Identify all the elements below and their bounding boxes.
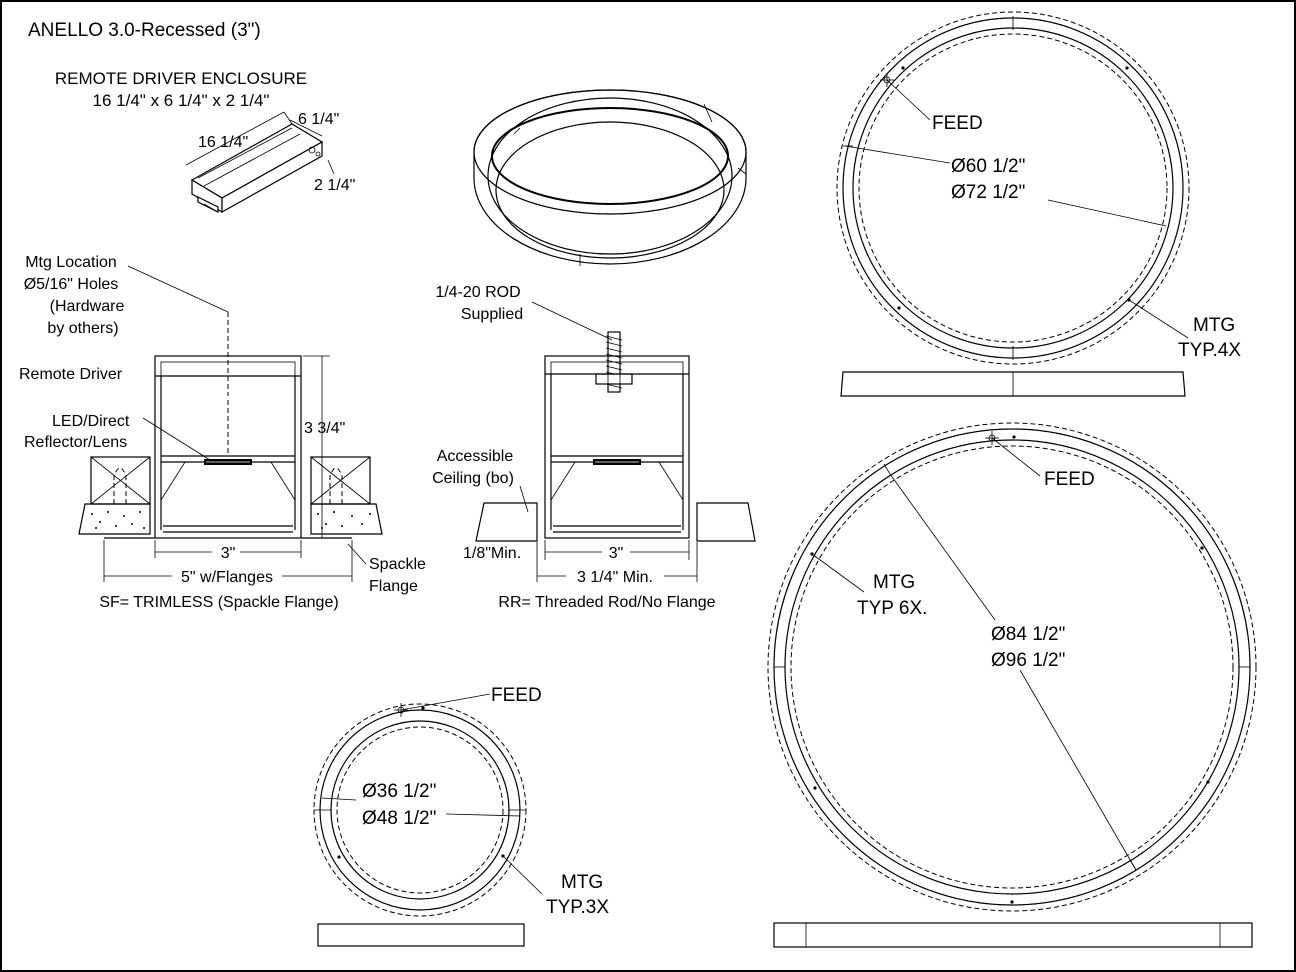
sf-height-dim: 3 3/4"	[304, 420, 345, 437]
enclosure-heading: REMOTE DRIVER ENCLOSURE	[55, 69, 307, 88]
rr-section: 1/4-20 ROD Supplied	[432, 284, 756, 611]
sf-mtg-location-line3: (Hardware	[50, 298, 125, 315]
ring-84-outer-dia: Ø96 1/2"	[991, 650, 1065, 671]
sf-led-label-line2: Reflector/Lens	[24, 434, 127, 451]
rr-width-dim: 3"	[609, 545, 624, 562]
enclosure-box-drawing	[190, 123, 324, 214]
sf-spackle-line2: Flange	[369, 578, 418, 595]
ring-60-mounting-holes	[897, 66, 1131, 310]
ring-36-feed-label: FEED	[491, 685, 542, 706]
ring-60-inner-dia: Ø60 1/2"	[951, 156, 1025, 177]
dim-line-height	[327, 159, 335, 175]
ring-84-plan: FEED MTG TYP 6X. Ø84 1/2" Ø96 1/2"	[767, 422, 1257, 948]
rr-ceiling-line2: Ceiling (bo)	[432, 470, 514, 487]
ring-36-mtg-line2: TYP.3X	[546, 897, 609, 918]
enclosure-detail: REMOTE DRIVER ENCLOSURE 16 1/4" x 6 1/4"…	[55, 69, 355, 214]
enclosure-dim-length: 16 1/4"	[198, 134, 248, 151]
sf-remote-driver-label: Remote Driver	[19, 366, 123, 383]
ring-84-mtg-line2: TYP 6X.	[857, 598, 927, 619]
ring-60-mtg-line2: TYP.4X	[1178, 340, 1241, 361]
rr-caption: RR= Threaded Rod/No Flange	[498, 594, 715, 611]
ring-60-feed-label: FEED	[932, 113, 983, 134]
sf-spackle-line1: Spackle	[369, 556, 426, 573]
sf-mtg-location-line1: Mtg Location	[25, 254, 117, 271]
enclosure-size: 16 1/4" x 6 1/4" x 2 1/4"	[93, 91, 270, 110]
ring-60-outer-dia: Ø72 1/2"	[951, 182, 1025, 203]
ring-60-mtg-line1: MTG	[1193, 315, 1235, 336]
ring-36-mtg-line1: MTG	[561, 872, 603, 893]
dim-line-width	[289, 119, 323, 137]
page-title: ANELLO 3.0-Recessed (3")	[28, 20, 261, 41]
ring-84-inner-dia: Ø84 1/2"	[991, 624, 1065, 645]
rr-rod-label-line1: 1/4-20 ROD	[435, 284, 520, 301]
sf-flange-dim: 5" w/Flanges	[181, 569, 273, 586]
ring-84-mtg-line1: MTG	[873, 572, 915, 593]
rr-ceiling-line1: Accessible	[437, 448, 514, 465]
ring-60-plan: FEED Ø60 1/2" Ø72 1/2" MTG TYP.4X	[836, 11, 1241, 397]
sf-right-spackle-dots	[317, 511, 371, 529]
sf-caption: SF= TRIMLESS (Spackle Flange)	[99, 594, 338, 611]
sf-mtg-location-line2: Ø5/16" Holes	[24, 276, 119, 293]
rr-rod-label-line2: Supplied	[461, 306, 523, 323]
ring-36-plan: FEED Ø36 1/2" Ø48 1/2" MTG TYP.3X	[313, 685, 609, 947]
enclosure-dim-width: 6 1/4"	[298, 111, 339, 128]
ring-36-outer-dia: Ø48 1/2"	[362, 808, 436, 829]
rr-min-width: 3 1/4" Min.	[577, 569, 653, 586]
sf-left-spackle-dots	[91, 511, 145, 529]
enclosure-dim-height: 2 1/4"	[314, 177, 355, 194]
rr-min-gap: 1/8"Min.	[463, 545, 521, 562]
ring-84-feed-label: FEED	[1044, 469, 1095, 490]
fixture-perspective	[473, 89, 747, 266]
dim-line-length	[185, 111, 285, 166]
sf-width-dim: 3"	[221, 545, 236, 562]
sf-section: Mtg Location Ø5/16" Holes (Hardware by o…	[19, 254, 426, 611]
ring-36-inner-dia: Ø36 1/2"	[362, 781, 436, 802]
sf-mtg-location-line4: by others)	[47, 320, 118, 337]
sf-led-label-line1: LED/Direct	[52, 413, 130, 430]
